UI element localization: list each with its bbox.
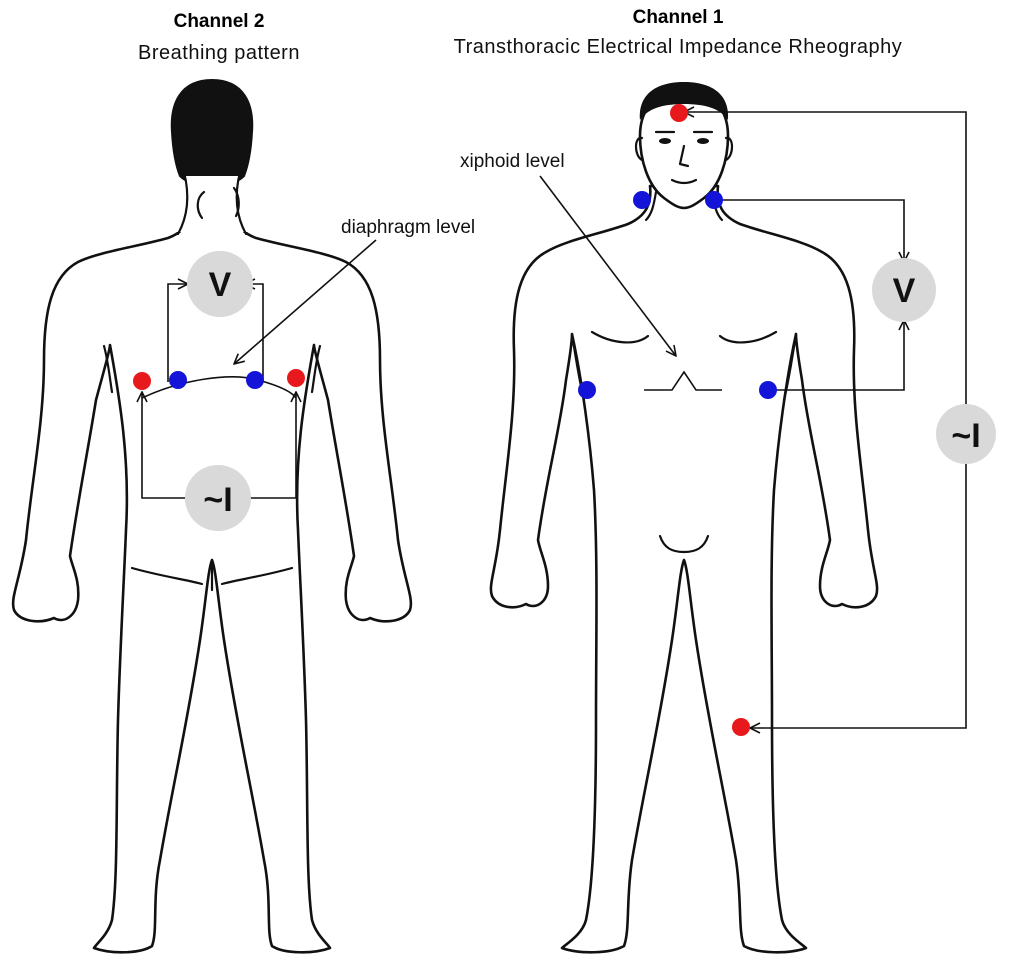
ch1-current-source: ~I — [936, 404, 996, 464]
ch2-voltage-wire-left — [167, 284, 188, 382]
ch1-voltage-wire-top — [714, 199, 904, 262]
ch2-voltage-electrode-left — [169, 371, 187, 389]
ch1-voltmeter: V — [872, 258, 936, 322]
voltmeter-icon: V — [893, 272, 916, 310]
ch1-voltage-electrode-chest-right — [759, 381, 777, 399]
current-source-icon: ~I — [203, 481, 232, 519]
ch2-voltmeter: V — [187, 251, 253, 317]
eye-left — [659, 138, 671, 144]
mouth — [670, 178, 698, 185]
xiphoid-level-label: xiphoid level — [460, 151, 565, 172]
ch2-current-electrode-left — [133, 372, 151, 390]
back-neck-left — [176, 170, 189, 236]
ch2-current-source: ~I — [185, 465, 251, 531]
back-armpit-left — [102, 344, 114, 394]
ch1-voltage-electrode-chest-left — [578, 381, 596, 399]
pec-right — [718, 330, 778, 344]
xiphoid-pointer — [539, 175, 676, 356]
ch1-current-wire-bottom — [750, 464, 967, 728]
back-view-figure — [11, 78, 413, 954]
front-neck-left — [644, 190, 658, 222]
front-armpit-right — [782, 332, 798, 402]
channel1-circuit: V ~I — [578, 104, 996, 736]
ch1-current-wire-top — [684, 112, 967, 404]
front-body-outline — [489, 184, 879, 954]
back-neck — [176, 176, 248, 232]
nose — [678, 144, 690, 168]
back-neck-right — [235, 170, 248, 236]
neck-crease-right — [232, 186, 240, 218]
ch1-current-electrode-leg — [732, 718, 750, 736]
ch2-voltage-electrode-right — [246, 371, 264, 389]
neck-crease-left — [196, 190, 206, 220]
diaphragm-level-label: diaphragm level — [341, 217, 475, 238]
pec-left — [590, 330, 650, 344]
groin — [658, 534, 710, 554]
ch2-current-wire-left — [142, 392, 188, 499]
channel1-title: Channel 1 — [633, 7, 724, 28]
ear-left — [634, 136, 644, 162]
voltmeter-icon: V — [209, 266, 232, 304]
channel2-circuit: V ~I — [133, 239, 377, 531]
eye-right — [697, 138, 709, 144]
xiphoid-marker — [644, 370, 722, 391]
front-hair — [639, 82, 729, 120]
back-glute-left — [130, 566, 204, 586]
channel1-subtitle: Transthoracic Electrical Impedance Rheog… — [454, 36, 903, 58]
ch1-voltage-electrode-neck-right — [705, 191, 723, 209]
ch1-voltage-wire-bottom — [768, 320, 904, 391]
ch1-current-electrode-head — [670, 104, 688, 122]
channel2-subtitle: Breathing pattern — [138, 42, 300, 64]
ear-right — [724, 136, 734, 162]
back-glute-right — [220, 566, 294, 586]
front-view-figure — [489, 82, 879, 954]
back-armpit-right — [310, 344, 322, 394]
ch2-current-electrode-right — [287, 369, 305, 387]
current-source-icon: ~I — [951, 417, 980, 455]
diaphragm-pointer — [234, 239, 377, 364]
ch1-voltage-electrode-neck-left — [633, 191, 651, 209]
back-head — [170, 78, 254, 188]
channel2-title: Channel 2 — [174, 11, 265, 32]
ch2-current-wire-right — [248, 392, 296, 499]
